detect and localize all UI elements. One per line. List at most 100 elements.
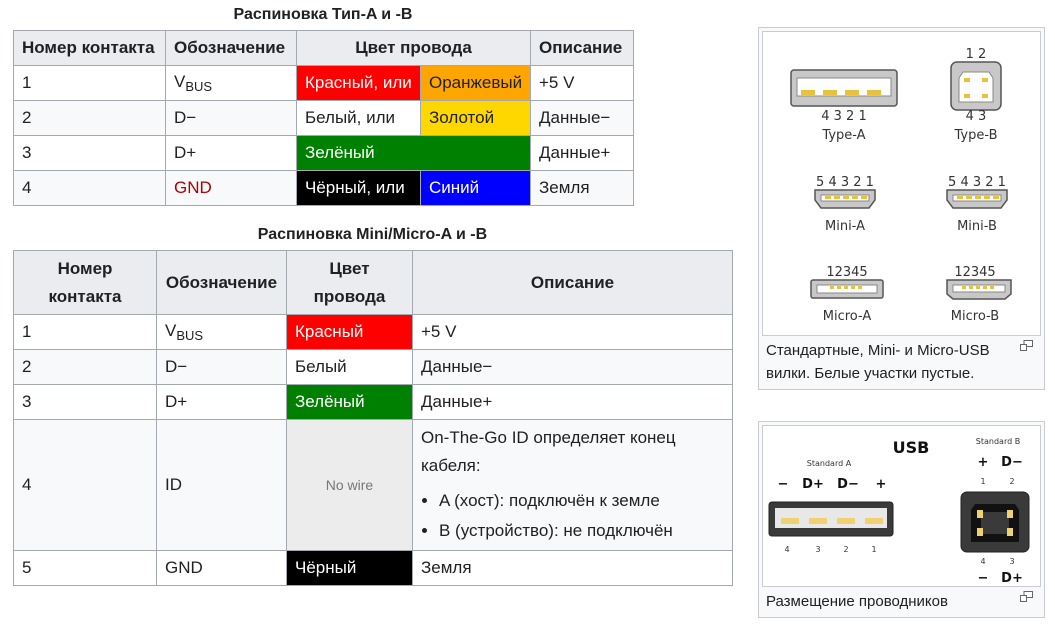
signal-name: D− bbox=[156, 349, 287, 385]
standard-b-label: Standard B bbox=[976, 437, 1020, 446]
table1-caption: Распиновка Тип-A и -B bbox=[233, 6, 413, 23]
a-signal: D− bbox=[837, 477, 859, 492]
pin-description: Земля bbox=[530, 170, 634, 206]
micro-b-plug: 12345 Micro-B bbox=[946, 265, 1012, 324]
table-row: 1 VBUS Красный, или Оранжевый +5 V bbox=[13, 65, 634, 101]
enlarge-icon[interactable] bbox=[1020, 591, 1033, 602]
usb-title: USB bbox=[893, 438, 930, 457]
wire-color-green: Зелёный bbox=[296, 135, 531, 171]
wire-color-gold: Золотой bbox=[420, 100, 531, 136]
signal-name: GND bbox=[165, 170, 297, 206]
a-pin: 3 bbox=[815, 545, 820, 554]
pin-description: On-The-Go ID определяет конец кабеля: A … bbox=[412, 419, 733, 551]
type-b-pins-top: 1 2 bbox=[966, 47, 987, 62]
table-row: 5 GND Чёрный Земля bbox=[13, 550, 733, 586]
list-item: B (устройство): не подключён bbox=[439, 516, 724, 546]
wire-color-white: Белый bbox=[286, 349, 413, 385]
wire-color-black: Чёрный bbox=[286, 550, 413, 586]
table-row: 1 VBUS Красный +5 V bbox=[13, 314, 733, 350]
mini-a-plug: 5 4 3 2 1 Mini-A bbox=[814, 175, 876, 234]
type-b-label: Type-B bbox=[953, 128, 997, 143]
table-row: 4 GND Чёрный, или Синий Земля bbox=[13, 170, 634, 206]
mini-b-label: Mini-B bbox=[957, 219, 997, 234]
micro-a-plug: 12345 Micro-A bbox=[810, 265, 884, 324]
header-wire-color: Цвет провода bbox=[296, 30, 531, 66]
figure2-caption-box: Размещение проводников bbox=[762, 587, 1041, 613]
signal-name: D+ bbox=[156, 384, 287, 420]
pin-description: Земля bbox=[412, 550, 733, 586]
pin-number: 2 bbox=[13, 349, 157, 385]
pin-number: 3 bbox=[13, 135, 166, 171]
b-signal-top: + bbox=[978, 455, 989, 470]
b-pin-bottom: 3 bbox=[1009, 557, 1014, 566]
pinout-table-mini-micro: Номер контакта Обозначение Цвет провода … bbox=[13, 250, 733, 586]
type-b-plug: 1 2 4 3 Type-B bbox=[950, 47, 1002, 143]
type-a-pins: 4 3 2 1 bbox=[821, 109, 866, 124]
signal-name: ID bbox=[156, 419, 287, 551]
header-pin-number: Номер контакта bbox=[13, 250, 157, 315]
pin-number: 3 bbox=[13, 384, 157, 420]
pin-number: 4 bbox=[13, 419, 157, 551]
micro-b-pins: 12345 bbox=[954, 265, 995, 280]
wire-color-white: Белый, или bbox=[296, 100, 421, 136]
usb-conductor-illustration: USB Standard A Standard B − D+ D− + 4 3 … bbox=[768, 437, 1030, 586]
wire-color-green: Зелёный bbox=[286, 384, 413, 420]
conductor-image[interactable]: USB Standard A Standard B − D+ D− + 4 3 … bbox=[762, 425, 1041, 587]
pin-number: 2 bbox=[13, 100, 166, 136]
wire-color-blue: Синий bbox=[420, 170, 531, 206]
mini-b-plug: 5 4 3 2 1 Mini-B bbox=[946, 175, 1008, 234]
header-description: Описание bbox=[412, 250, 733, 315]
pin-number: 1 bbox=[13, 314, 157, 350]
table2-caption: Распиновка Mini/Micro-A и -B bbox=[257, 226, 488, 243]
wire-color-black: Чёрный, или bbox=[296, 170, 421, 206]
pin-description: Данные− bbox=[412, 349, 733, 385]
pin-description: Данные+ bbox=[530, 135, 634, 171]
enlarge-icon[interactable] bbox=[1020, 340, 1033, 351]
figure1-caption-box: Стандартные, Mini- и Micro-USB вилки. Бе… bbox=[762, 336, 1041, 385]
standard-a-label: Standard A bbox=[807, 459, 852, 468]
a-signal: − bbox=[778, 477, 789, 492]
type-b-pins-bottom: 4 3 bbox=[966, 109, 987, 124]
wire-color-red: Красный bbox=[286, 314, 413, 350]
b-signal-bottom: D+ bbox=[1001, 571, 1023, 586]
a-signal: + bbox=[876, 477, 887, 492]
signal-name: VBUS bbox=[156, 314, 287, 350]
signal-name: D+ bbox=[165, 135, 297, 171]
pin-number: 1 bbox=[13, 65, 166, 101]
signal-name: GND bbox=[156, 550, 287, 586]
pinout-table-type-ab: Номер контакта Обозначение Цвет провода … bbox=[13, 30, 634, 206]
header-wire-color: Цвет провода bbox=[286, 250, 413, 315]
pin-description: Данные+ bbox=[412, 384, 733, 420]
pin-number: 5 bbox=[13, 550, 157, 586]
otg-list: A (хост): подключён к земле B (устройств… bbox=[421, 486, 724, 546]
wire-color-orange: Оранжевый bbox=[420, 65, 531, 101]
b-pin-top: 1 bbox=[980, 477, 985, 486]
pin-number: 4 bbox=[13, 170, 166, 206]
micro-a-pins: 12345 bbox=[826, 265, 867, 280]
mini-b-pins: 5 4 3 2 1 bbox=[948, 175, 1006, 190]
signal-name: D− bbox=[165, 100, 297, 136]
micro-a-label: Micro-A bbox=[823, 309, 872, 324]
connector-image[interactable]: 4 3 2 1 Type-A 1 2 4 3 Type-B 5 4 3 2 1 bbox=[762, 31, 1041, 336]
b-signal-bottom: − bbox=[978, 571, 989, 586]
table-header-row: Номер контакта Обозначение Цвет провода … bbox=[13, 250, 733, 315]
a-pin: 1 bbox=[871, 545, 876, 554]
table-row: 4 ID No wire On-The-Go ID определяет кон… bbox=[13, 419, 733, 551]
b-signal-top: D− bbox=[1001, 455, 1023, 470]
header-designation: Обозначение bbox=[165, 30, 297, 66]
type-a-plug: 4 3 2 1 Type-A bbox=[790, 69, 898, 143]
table-row: 2 D− Белый, или Золотой Данные− bbox=[13, 100, 634, 136]
table-row: 3 D+ Зелёный Данные+ bbox=[13, 384, 733, 420]
b-pin-bottom: 4 bbox=[980, 557, 985, 566]
wire-color-none: No wire bbox=[286, 419, 413, 551]
mini-a-pins: 5 4 3 2 1 bbox=[816, 175, 874, 190]
a-pin: 4 bbox=[784, 545, 789, 554]
conductor-figure: USB Standard A Standard B − D+ D− + 4 3 … bbox=[758, 421, 1045, 618]
connector-figure: 4 3 2 1 Type-A 1 2 4 3 Type-B 5 4 3 2 1 bbox=[758, 27, 1045, 390]
pin-description: Данные− bbox=[530, 100, 634, 136]
signal-name: VBUS bbox=[165, 65, 297, 101]
micro-b-label: Micro-B bbox=[951, 309, 999, 324]
table-header-row: Номер контакта Обозначение Цвет провода … bbox=[13, 30, 634, 66]
list-item: A (хост): подключён к земле bbox=[439, 486, 724, 516]
header-designation: Обозначение bbox=[156, 250, 287, 315]
